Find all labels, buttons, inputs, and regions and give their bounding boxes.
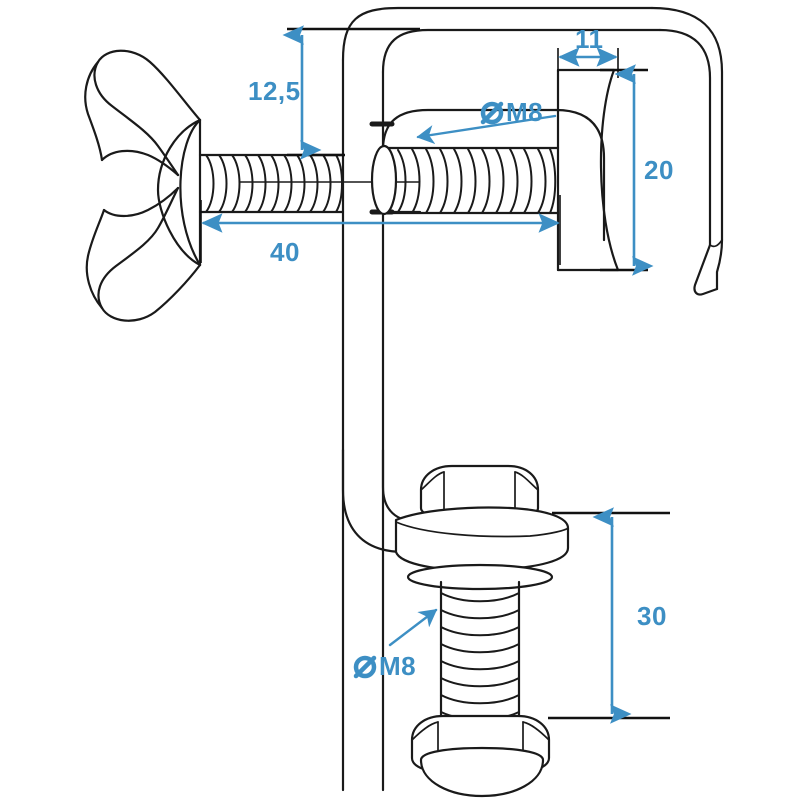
dimension-label-40: 40	[270, 237, 300, 267]
diameter-symbol-icon-lower	[353, 655, 377, 679]
callout-label-m8-upper: M8	[506, 97, 543, 127]
diameter-symbol-icon-upper	[480, 101, 504, 125]
dimension-40: 40	[200, 195, 561, 267]
thread-arcs-right	[397, 148, 557, 214]
dimension-label-20: 20	[644, 155, 674, 185]
clamp-jaw-pad	[556, 68, 620, 272]
clamp-inner-jaw	[381, 108, 606, 242]
callout-label-m8-lower: M8	[379, 651, 416, 681]
dimension-label-12-5: 12,5	[248, 76, 301, 106]
bolt-thread-arcs	[440, 592, 520, 721]
lower-flange	[419, 746, 545, 798]
thumb-screw-rod	[198, 121, 560, 216]
washer-lower	[406, 563, 554, 591]
washer-upper	[394, 506, 570, 572]
callout-m8-upper: M8	[416, 97, 557, 145]
bolt-shank	[439, 580, 521, 724]
dimension-label-30: 30	[637, 601, 667, 631]
dimension-12-5: 12,5	[248, 25, 420, 160]
wing-nut	[84, 49, 202, 322]
dimension-label-11: 11	[575, 24, 604, 54]
dimension-20: 20	[600, 64, 674, 276]
callout-m8-lower: M8	[353, 608, 438, 681]
dimension-30: 30	[548, 507, 670, 724]
thread-arcs-left	[205, 154, 343, 213]
dimension-11: 11	[557, 24, 619, 78]
